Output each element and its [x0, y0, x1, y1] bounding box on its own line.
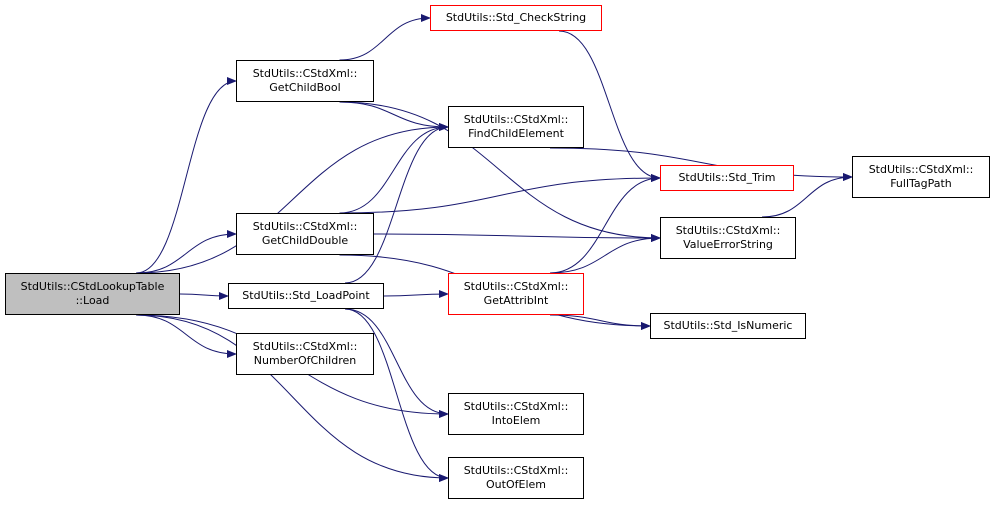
node-label-line2: GetChildDouble	[261, 234, 349, 247]
node-label-line1: StdUtils::CStdXml::	[463, 464, 569, 477]
edge-std_loadpoint-to-outofelem	[344, 308, 449, 482]
edge-getchildbool-to-valueerrorstring	[339, 101, 661, 242]
node-label-line1: StdUtils::CStdXml::	[252, 340, 358, 353]
node-numberofchildren[interactable]: StdUtils::CStdXml:: NumberOfChildren	[236, 333, 374, 375]
edge-std_loadpoint-to-intoelem	[344, 308, 449, 418]
node-label-line2: NumberOfChildren	[253, 354, 357, 367]
node-valueerrorstring[interactable]: StdUtils::CStdXml:: ValueErrorString	[660, 217, 796, 259]
node-std-loadpoint[interactable]: StdUtils::Std_LoadPoint	[228, 283, 384, 309]
node-cstdlookuptable-load: StdUtils::CStdLookupTable ::Load	[5, 273, 180, 315]
node-label-line1: StdUtils::CStdXml::	[463, 280, 569, 293]
edge-load-to-outofelem	[136, 314, 449, 482]
node-label-line2: ::Load	[75, 294, 110, 307]
edge-load-to-getchildbool	[136, 77, 237, 274]
node-label-line1: StdUtils::CStdXml::	[675, 224, 781, 237]
edge-std_loadpoint-to-findchildelement	[344, 123, 449, 284]
node-label: StdUtils::Std_CheckString	[445, 11, 587, 24]
node-label-line1: StdUtils::CStdXml::	[463, 113, 569, 126]
edge-getchilddouble-to-valueerrorstring	[373, 233, 661, 242]
edge-valueerrorstring-to-fulltagpath	[761, 173, 853, 218]
node-label-line2: ValueErrorString	[683, 238, 773, 251]
node-label-line2: IntoElem	[491, 414, 541, 427]
node-label: StdUtils::Std_LoadPoint	[242, 289, 370, 302]
node-label-line2: GetChildBool	[269, 81, 341, 94]
node-label-line2: GetAttribInt	[483, 294, 549, 307]
node-std-isnumeric[interactable]: StdUtils::Std_IsNumeric	[650, 313, 806, 339]
node-label-line1: StdUtils::CStdXml::	[868, 163, 974, 176]
edge-load-to-findchildelement	[136, 123, 449, 274]
edge-load-to-numberofchildren	[136, 314, 237, 358]
node-getchildbool[interactable]: StdUtils::CStdXml:: GetChildBool	[236, 60, 374, 102]
node-label-line2: OutOfElem	[486, 478, 546, 491]
node-fulltagpath[interactable]: StdUtils::CStdXml:: FullTagPath	[852, 156, 990, 198]
edge-getchilddouble-to-findchildelement	[339, 123, 449, 214]
edge-load-to-getchilddouble	[136, 230, 237, 274]
node-intoelem[interactable]: StdUtils::CStdXml:: IntoElem	[448, 393, 584, 435]
node-std-trim[interactable]: StdUtils::Std_Trim	[660, 165, 794, 191]
node-getchilddouble[interactable]: StdUtils::CStdXml:: GetChildDouble	[236, 213, 374, 255]
edge-std_checkstring-to-std_trim	[558, 30, 661, 182]
node-std-checkstring[interactable]: StdUtils::Std_CheckString	[430, 5, 602, 31]
edge-getattribint-to-valueerrorstring	[549, 234, 661, 274]
edge-getattribint-to-std_trim	[549, 174, 661, 274]
edge-std_loadpoint-to-getattribint	[383, 290, 449, 299]
edge-getchildbool-to-std_checkstring	[339, 14, 431, 61]
node-label-line1: StdUtils::CStdLookupTable	[20, 280, 165, 293]
edge-getchilddouble-to-std_trim	[339, 174, 661, 214]
node-outofelem[interactable]: StdUtils::CStdXml:: OutOfElem	[448, 457, 584, 499]
node-label-line1: StdUtils::CStdXml::	[252, 220, 358, 233]
edge-load-to-std_loadpoint	[179, 291, 229, 300]
node-getattribint[interactable]: StdUtils::CStdXml:: GetAttribInt	[448, 273, 584, 315]
edge-getchildbool-to-findchildelement	[339, 101, 449, 131]
edge-findchildelement-to-fulltagpath	[549, 147, 853, 181]
node-label-line1: StdUtils::CStdXml::	[252, 67, 358, 80]
node-label-line2: FindChildElement	[468, 127, 564, 140]
node-label-line2: FullTagPath	[890, 177, 952, 190]
node-label: StdUtils::Std_IsNumeric	[663, 319, 793, 332]
node-label: StdUtils::Std_Trim	[678, 171, 776, 184]
node-label-line1: StdUtils::CStdXml::	[463, 400, 569, 413]
node-findchildelement[interactable]: StdUtils::CStdXml:: FindChildElement	[448, 106, 584, 148]
edge-getattribint-to-std_isnumeric	[549, 314, 651, 330]
